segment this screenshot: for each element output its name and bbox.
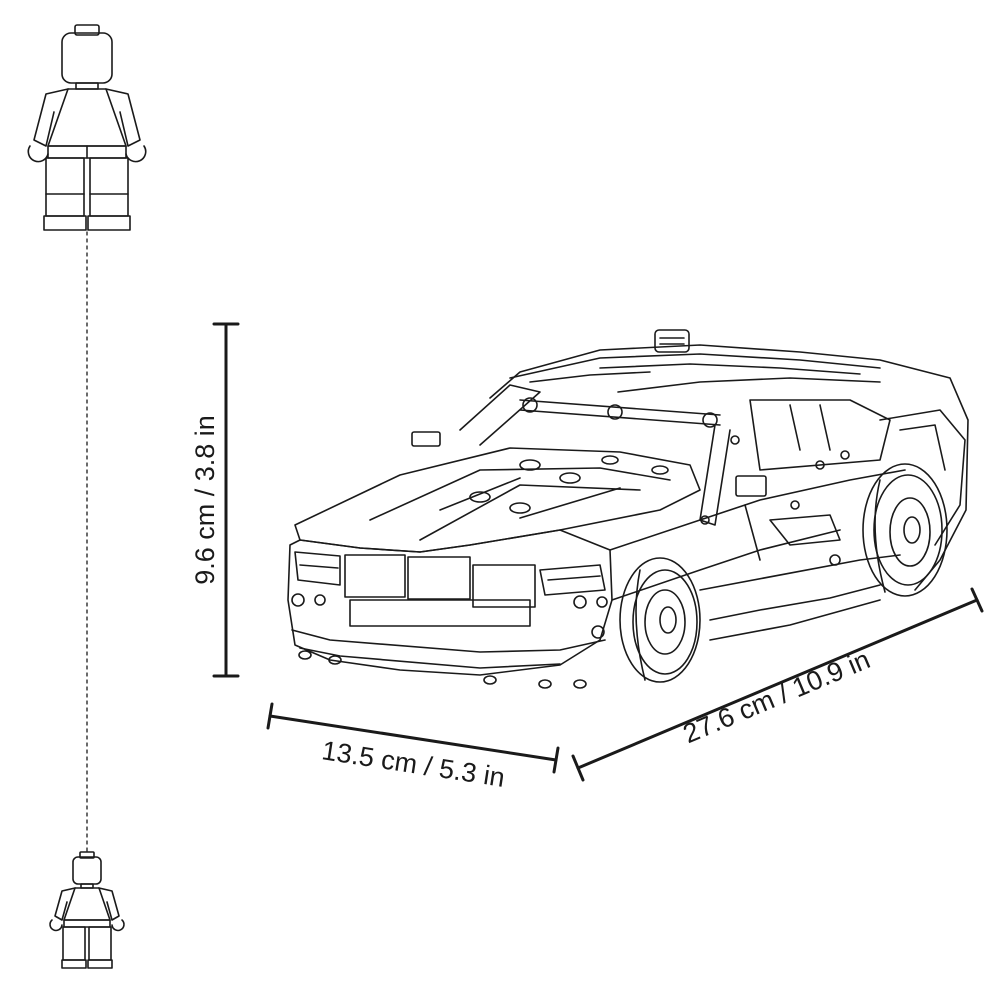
car-model — [287, 329, 969, 689]
length-label: 27.6 cm / 10.9 in — [679, 644, 875, 749]
small-minifigure-icon — [49, 851, 125, 969]
large-minifigure-icon — [27, 24, 147, 231]
rear-wheel — [862, 463, 948, 597]
width-dimension-line — [266, 702, 560, 774]
height-label: 9.6 cm / 3.8 in — [190, 415, 220, 585]
height-dimension-line — [212, 322, 240, 678]
length-dimension-line — [571, 587, 984, 782]
width-label: 13.5 cm / 5.3 in — [320, 735, 507, 793]
front-wheel — [619, 557, 701, 683]
